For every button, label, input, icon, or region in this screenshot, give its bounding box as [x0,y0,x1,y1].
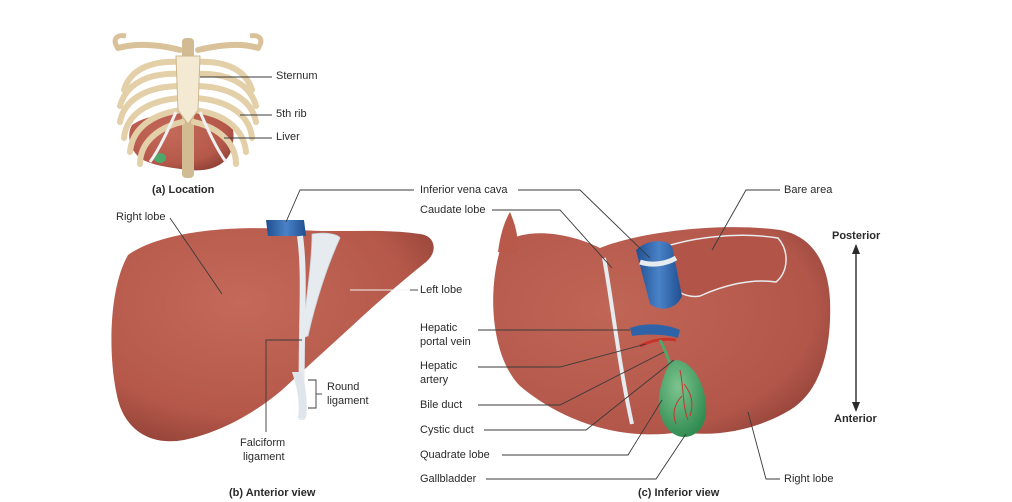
label-caudate-lobe: Caudate lobe [420,204,486,216]
label-falciform-ligament-line1: Falciform [240,437,286,449]
inferior-gallbladder-shape [658,360,707,438]
label-cystic-duct: Cystic duct [420,424,474,436]
bare-area-outline [649,234,787,298]
label-anterior-right-lobe: Right lobe [116,211,166,223]
label-round-ligament-line2: ligament [327,395,369,407]
anterior-leader-lines [169,217,418,432]
label-anterior: Anterior [834,413,877,425]
label-bare-area: Bare area [784,184,833,196]
label-fifth-rib: 5th rib [276,108,307,120]
label-bile-duct: Bile duct [420,399,463,411]
falciform-ligament-shape [301,232,341,339]
label-falciform-ligament-line2: ligament [243,451,285,463]
ribcage-illustration [112,33,264,178]
caption-inferior-view: (c) Inferior view [638,487,720,499]
label-sternum: Sternum [276,70,318,82]
location-leader-lines [200,76,272,139]
sternum-bone [175,55,201,125]
inferior-liver [493,212,831,438]
label-posterior: Posterior [832,230,881,242]
hepatic-portal-vein-shape [630,324,680,338]
anterior-liver-shape [111,228,434,442]
label-quadrate-lobe: Quadrate lobe [420,449,490,461]
caption-location: (a) Location [152,184,215,196]
inferior-vena-cava-shape [636,241,682,309]
orientation-arrow [852,244,860,412]
inferior-leader-lines [285,189,780,480]
label-hepatic-portal-vein-line2: portal vein [420,336,471,348]
location-gallbladder-shape [154,153,166,163]
label-hepatic-artery-line1: Hepatic [420,360,458,372]
label-inferior-vena-cava: Inferior vena cava [420,184,508,196]
label-round-ligament-line1: Round [327,381,360,393]
label-inferior-right-lobe: Right lobe [784,473,834,485]
label-gallbladder: Gallbladder [420,473,477,485]
label-hepatic-portal-vein-line1: Hepatic [420,322,458,334]
label-left-lobe: Left lobe [420,284,463,296]
anterior-ivc [266,220,306,236]
label-liver: Liver [276,131,300,143]
anterior-liver [111,220,434,442]
caption-anterior-view: (b) Anterior view [229,487,316,499]
label-hepatic-artery-line2: artery [420,374,449,386]
round-ligament-shape [292,372,307,418]
